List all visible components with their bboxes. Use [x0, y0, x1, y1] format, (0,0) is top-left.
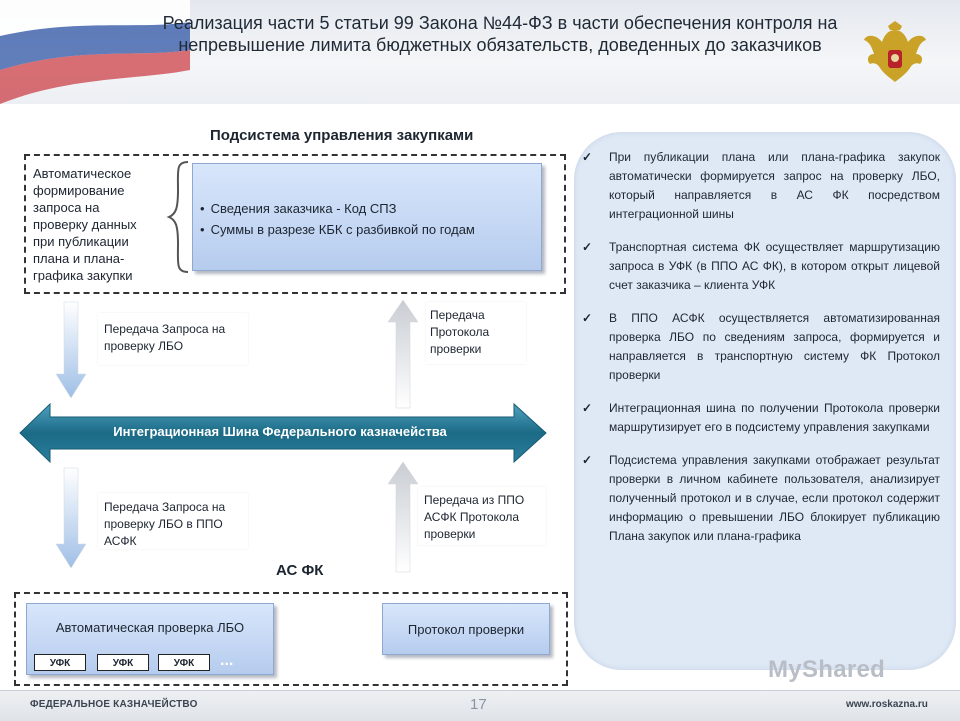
protocol-from-asfk-label: Передача из ППО АСФК Протокола проверки: [418, 487, 546, 545]
footer-website-link[interactable]: www.roskazna.ru: [846, 699, 928, 710]
checkmark-icon: ✓: [582, 451, 592, 470]
more-ellipsis: ...: [220, 652, 233, 670]
checkmark-icon: ✓: [582, 399, 592, 418]
note-item: ✓ В ППО АСФК осуществляется автоматизиров…: [580, 309, 940, 385]
note-item: ✓ При публикации плана или плана-графика …: [580, 148, 940, 224]
note-item: ✓ Подсистема управления закупками отображ…: [580, 451, 940, 546]
page-number: 17: [470, 696, 487, 713]
watermark-text: MyShared: [768, 656, 885, 684]
note-item: ✓ Транспортная система ФК осуществляет ма…: [580, 238, 940, 295]
note-item: ✓ Интеграционная шина по получении Проток…: [580, 399, 940, 437]
checkmark-icon: ✓: [582, 238, 592, 257]
checkmark-icon: ✓: [582, 309, 592, 328]
down-arrow-icon: [56, 468, 86, 568]
double-headed-eagle-emblem-icon: [860, 20, 930, 92]
down-arrow-icon: [56, 302, 86, 398]
ufk-tag: УФК: [34, 654, 86, 671]
notes-list: ✓ При публикации плана или плана-графика …: [580, 148, 940, 560]
note-text: При публикации плана или плана-графика з…: [609, 150, 940, 221]
note-text: Подсистема управления закупками отобража…: [609, 453, 940, 543]
asfk-title: АС ФК: [276, 562, 323, 579]
request-to-asfk-label: Передача Запроса на проверку ЛБО в ППО А…: [98, 493, 248, 549]
note-text: В ППО АСФК осуществляется автоматизирова…: [609, 311, 940, 382]
ufk-tag: УФК: [97, 654, 149, 671]
up-arrow-icon: [388, 462, 418, 572]
integration-bus-label: Интеграционная Шина Федерального казначе…: [70, 424, 490, 439]
auto-check-label: Автоматическая проверка ЛБО: [26, 620, 274, 635]
protocol-transfer-label: Передача Протокола проверки: [426, 302, 526, 364]
protocol-label: Протокол проверки: [382, 622, 550, 637]
checkmark-icon: ✓: [582, 148, 592, 167]
up-arrow-icon: [388, 300, 418, 408]
ufk-tag: УФК: [158, 654, 210, 671]
note-text: Транспортная система ФК осуществляет мар…: [609, 240, 940, 292]
footer-org-name: ФЕДЕРАЛЬНОЕ КАЗНАЧЕЙСТВО: [30, 699, 198, 710]
request-transfer-label: Передача Запроса на проверку ЛБО: [98, 313, 248, 365]
note-text: Интеграционная шина по получении Протоко…: [609, 401, 940, 434]
